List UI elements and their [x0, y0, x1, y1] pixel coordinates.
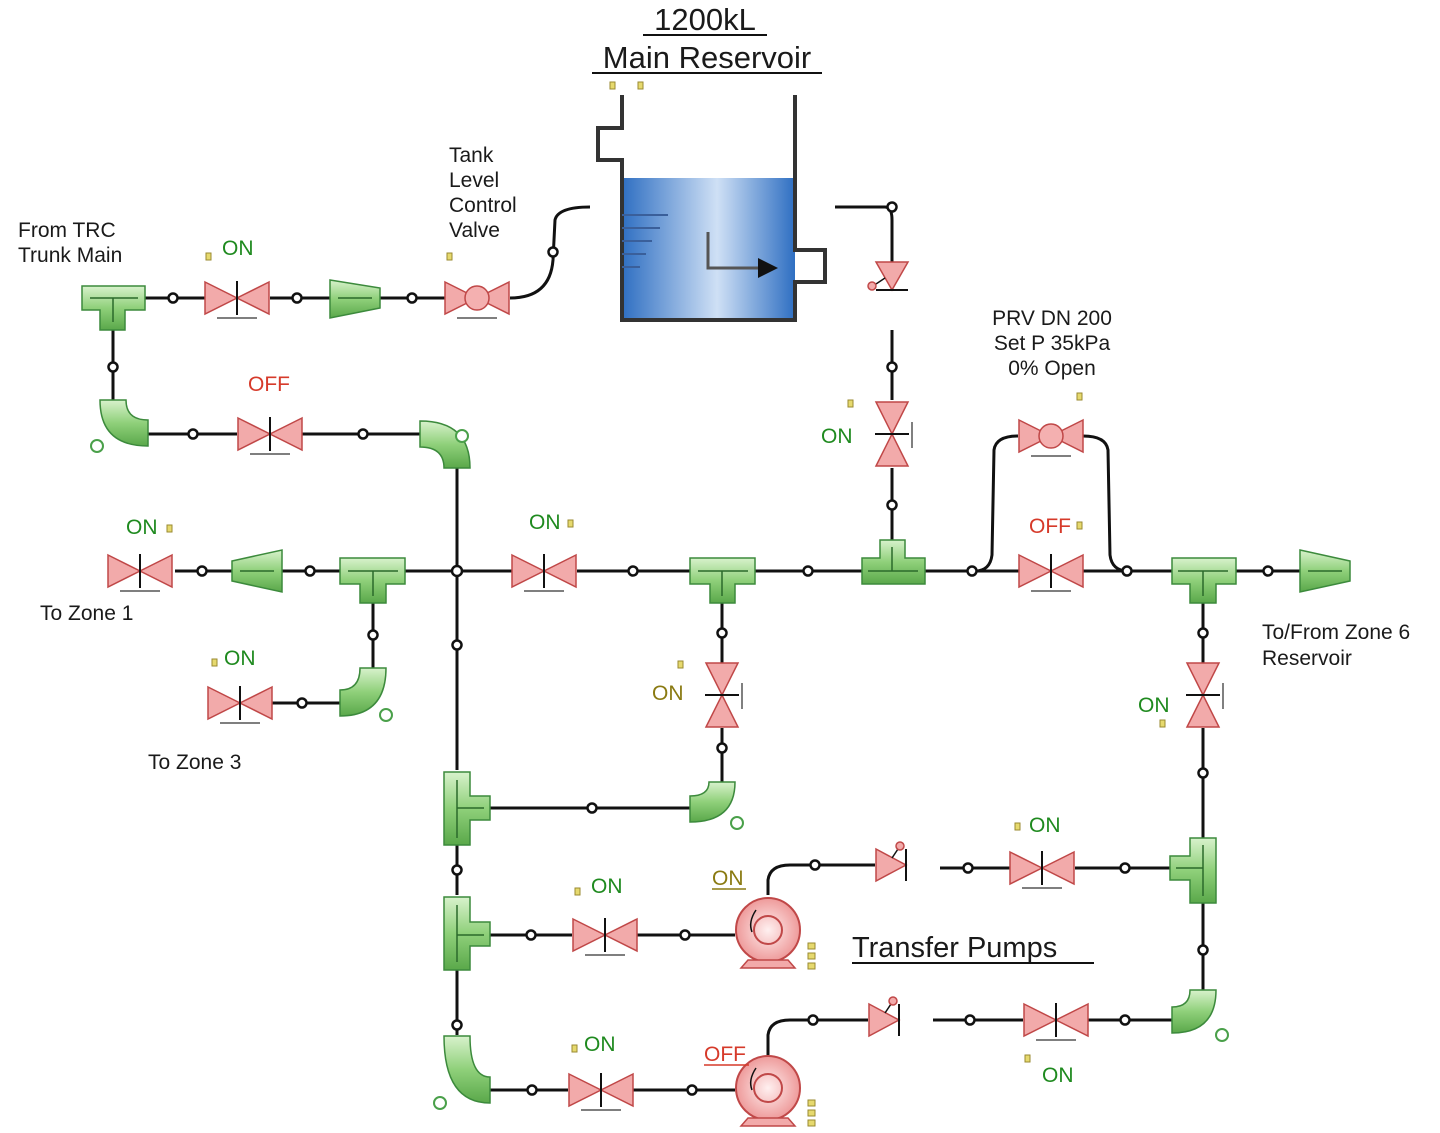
state-v-pump2-discharge: ON [1042, 1064, 1074, 1087]
valves [107, 261, 1224, 1111]
elbow-bypass-right [419, 420, 471, 469]
valve-main-mid[interactable] [511, 553, 577, 592]
title-name: Main Reservoir [603, 40, 811, 75]
tee-zone1 [339, 557, 406, 604]
valve-zone1[interactable] [107, 553, 173, 592]
state-v-bypass: OFF [248, 373, 290, 396]
elbow-middle-drop [689, 781, 744, 830]
reducer-zone1 [231, 549, 283, 593]
title-capacity: 1200kL [654, 2, 756, 37]
label-to-zone1: To Zone 1 [40, 602, 133, 625]
valve-pump1-discharge[interactable] [1009, 850, 1075, 889]
label-prv-2: Set P 35kPa [994, 332, 1111, 355]
tee-middle [689, 557, 756, 604]
tee-trc [81, 285, 146, 331]
state-pump2: OFF [704, 1043, 746, 1066]
label-to-zone6-1: To/From Zone 6 [1262, 621, 1410, 644]
state-v-pump2-suction: ON [584, 1033, 616, 1056]
valve-pump1-suction[interactable] [572, 917, 638, 956]
fittings [81, 279, 1351, 1110]
elbow-trunk-bottom [433, 1035, 491, 1110]
pump-1[interactable] [735, 897, 816, 970]
valve-mid-down[interactable] [704, 662, 743, 728]
state-v-prv-line: OFF [1029, 515, 1071, 538]
valve-zone3[interactable] [207, 685, 273, 724]
tee-trunk-upper [443, 771, 491, 846]
reservoir-title: 1200kL Main Reservoir [592, 2, 822, 75]
label-tank-valve-4: Valve [449, 219, 500, 242]
state-v-top-main: ON [222, 237, 254, 260]
state-pump1: ON [712, 867, 744, 890]
tee-trunk-lower [443, 896, 491, 971]
state-v-zone3: ON [224, 647, 256, 670]
label-to-zone6-2: Reservoir [1262, 647, 1352, 670]
main-reservoir-tank [596, 81, 827, 322]
tee-reservoir [861, 539, 926, 585]
label-from-trc-1: From TRC [18, 219, 116, 242]
pipe-nodes [107, 201, 1274, 1096]
state-v-mid-down: ON [652, 682, 684, 705]
state-labels: ON OFF ON ON ON ON OFF ON ON ON ON ON ON… [126, 237, 1170, 1087]
state-v-pump1-suction: ON [591, 875, 623, 898]
state-v-pump1-discharge: ON [1029, 814, 1061, 837]
valve-res-outlet[interactable] [874, 401, 913, 467]
elbow-zone3 [339, 667, 393, 722]
pipes [111, 205, 1300, 1092]
valve-tank-level-control[interactable] [444, 280, 510, 319]
label-prv-1: PRV DN 200 [992, 307, 1112, 330]
valve-pump2-discharge[interactable] [1023, 1002, 1089, 1041]
valve-top-main[interactable] [204, 280, 270, 319]
label-tank-valve-2: Level [449, 169, 499, 192]
state-v-right-down: ON [1138, 694, 1170, 717]
tee-right-pump [1169, 837, 1217, 904]
reducer-top [329, 279, 381, 319]
indicator-ticks [166, 252, 1166, 1063]
valve-prv-line[interactable] [1018, 553, 1084, 592]
pump-2[interactable] [735, 1055, 816, 1127]
valve-pump2-suction[interactable] [568, 1072, 634, 1111]
elbow-right-bottom [1171, 989, 1229, 1042]
label-tank-valve-1: Tank [449, 144, 494, 167]
check-valve-pump2[interactable] [868, 996, 901, 1038]
valve-prv[interactable] [1018, 418, 1084, 457]
valve-bypass[interactable] [237, 416, 303, 455]
label-to-zone3: To Zone 3 [148, 751, 241, 774]
label-from-trc-2: Trunk Main [18, 244, 122, 267]
state-v-zone1: ON [126, 516, 158, 539]
check-valve-pump1[interactable] [875, 841, 908, 883]
elbow-bypass-left [90, 399, 149, 453]
reducer-zone6 [1299, 549, 1351, 593]
state-v-res-outlet: ON [821, 425, 853, 448]
text-labels: From TRC Trunk Main Tank Level Control V… [18, 144, 1410, 964]
tee-zone6 [1171, 557, 1237, 604]
state-v-main-mid: ON [529, 511, 561, 534]
label-prv-3: 0% Open [1008, 357, 1096, 380]
label-tank-valve-3: Control [449, 194, 517, 217]
label-transfer-pumps: Transfer Pumps [852, 932, 1057, 964]
valve-right-down[interactable] [1185, 662, 1224, 728]
check-valve-reservoir[interactable] [867, 261, 910, 292]
